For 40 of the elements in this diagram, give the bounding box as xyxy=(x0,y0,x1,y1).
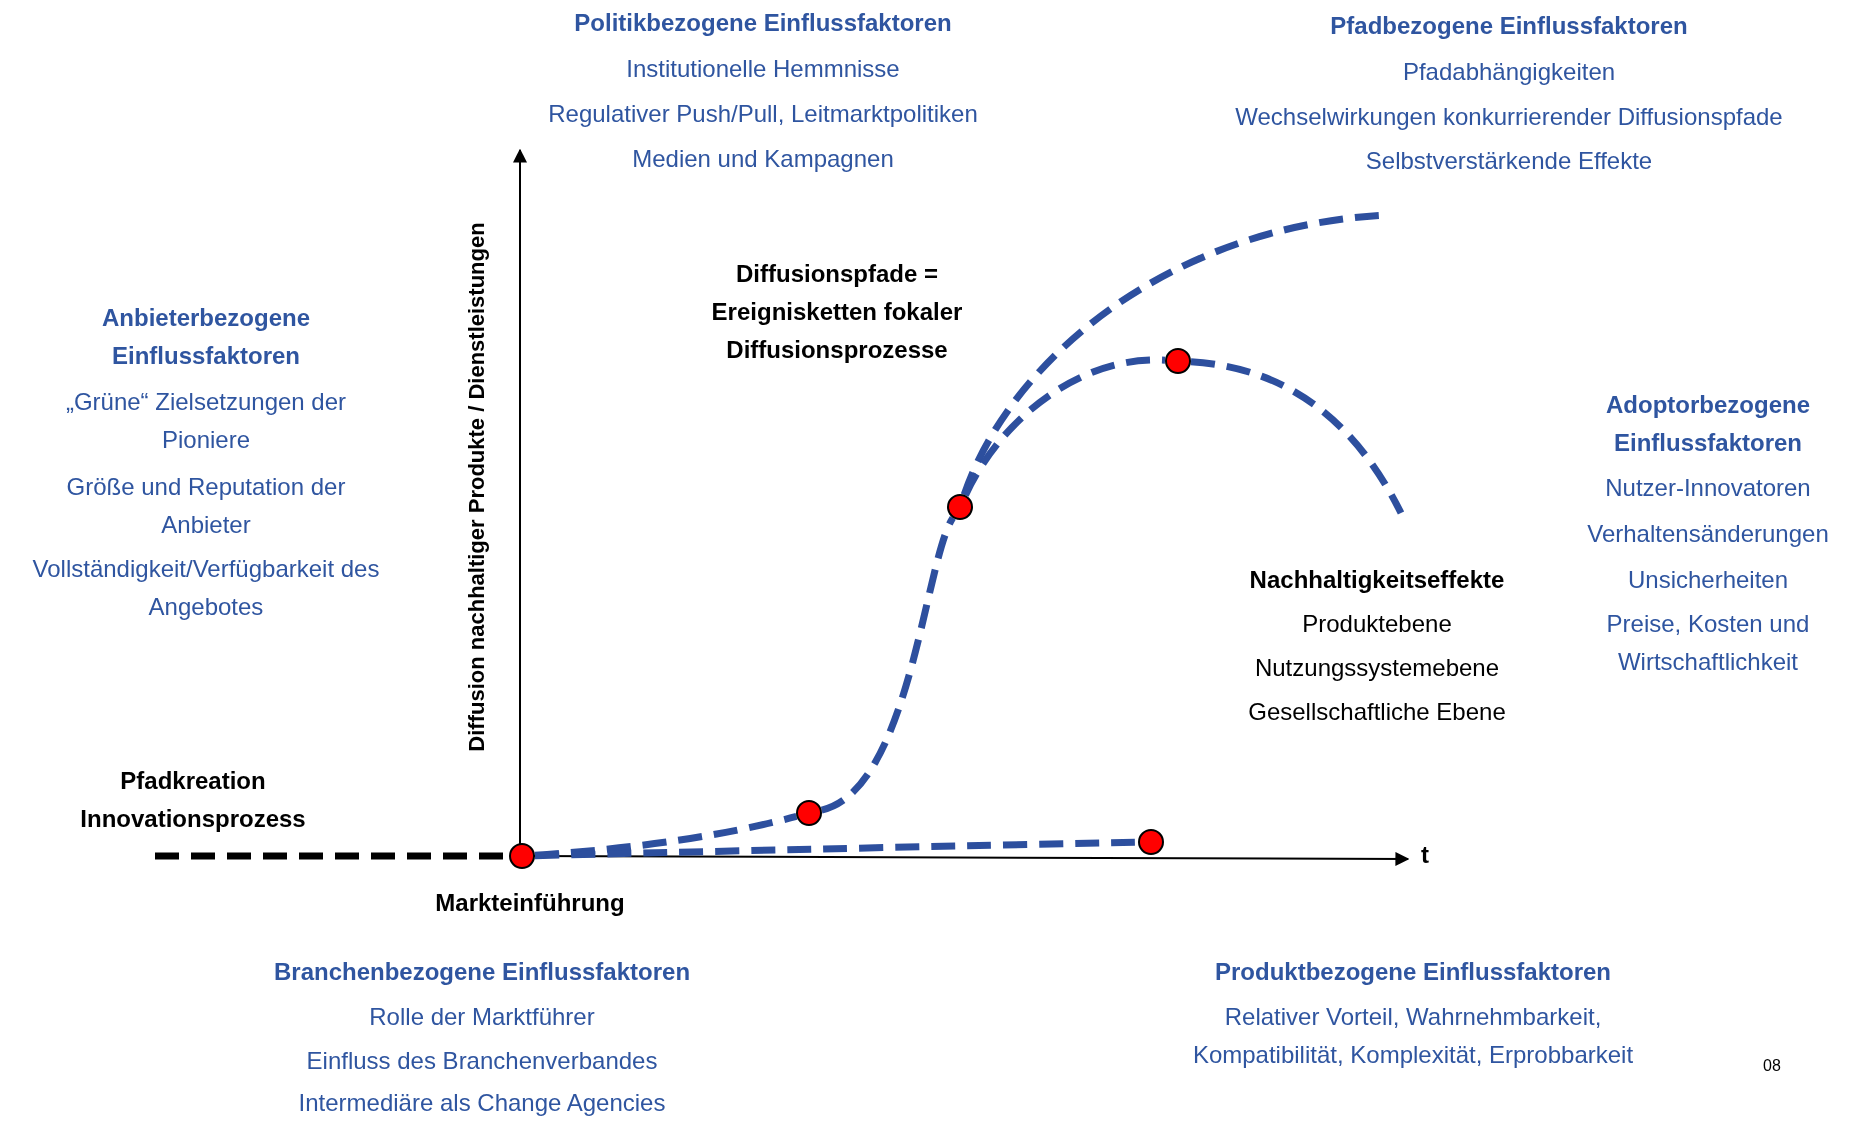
group-heading: Produktbezogene Einflussfaktoren xyxy=(1214,957,1612,987)
factor-text: Verhaltensänderungen xyxy=(1587,519,1829,549)
phase-label: Pfadkreation Innovationsprozess xyxy=(79,766,307,834)
milestone-label: Markteinführung xyxy=(435,888,625,918)
axis-label: t xyxy=(1421,840,1429,870)
group-heading: Adoptorbezogene Einflussfaktoren xyxy=(1605,390,1811,458)
dashed-line xyxy=(820,516,956,814)
factor-text: Relativer Vorteil, Wahrnehmbarkeit, Kompatibilität, Komplexität, Erprobbarkeit xyxy=(1191,1002,1635,1070)
factor-text: Selbstverstärkende Effekte xyxy=(1365,146,1653,176)
dot-marker xyxy=(1138,829,1164,855)
dashed-line xyxy=(1190,358,1405,515)
factor-text: Medien und Kampagnen xyxy=(632,144,894,174)
group-heading: Branchenbezogene Einflussfaktoren xyxy=(273,957,691,987)
dot-marker xyxy=(796,800,822,826)
group-heading: Pfadbezogene Einflussfaktoren xyxy=(1330,11,1688,41)
annotation-text: Diffusionspfade = Ereignisketten fokaler Diffusionsprozesse xyxy=(710,259,964,365)
factor-text: Institutionelle Hemmnisse xyxy=(626,54,900,84)
effect-text: Nutzungssystemebene xyxy=(1254,653,1500,683)
dot-marker xyxy=(947,494,973,520)
factor-text: Pfadabhängigkeiten xyxy=(1402,57,1616,87)
factor-text: Regulativer Push/Pull, Leitmarktpolitiken xyxy=(548,99,978,129)
dot-marker xyxy=(509,843,535,869)
factor-text: Nutzer-Innovatoren xyxy=(1605,473,1811,503)
factor-text: Einfluss des Branchenverbandes xyxy=(306,1046,658,1076)
group-heading: Nachhaltigkeitseffekte xyxy=(1249,565,1505,595)
effect-text: Produktebene xyxy=(1302,609,1452,639)
group-heading: Anbieterbezogene Einflussfaktoren xyxy=(101,303,311,371)
factor-text: Rolle der Marktführer xyxy=(369,1002,595,1032)
factor-text: Unsicherheiten xyxy=(1627,565,1789,595)
factor-text: Preise, Kosten und Wirtschaftlichkeit xyxy=(1605,609,1811,677)
factor-text: „Grüne“ Zielsetzungen der Pioniere xyxy=(64,387,348,455)
page-number: 08 xyxy=(1763,1056,1781,1076)
dot-marker xyxy=(1165,348,1191,374)
axis-label: Diffusion nachhaltiger Produkte / Dienstleistungen xyxy=(464,222,490,752)
factor-text: Vollständigkeit/Verfügbarkeit des Angebotes xyxy=(31,554,381,622)
effect-text: Gesellschaftliche Ebene xyxy=(1248,697,1506,727)
group-heading: Politikbezogene Einflussfaktoren xyxy=(574,8,952,38)
factor-text: Größe und Reputation der Anbieter xyxy=(65,472,347,540)
factor-text: Intermediäre als Change Agencies xyxy=(298,1088,666,1118)
factor-text: Wechselwirkungen konkurrierender Diffusionspfade xyxy=(1235,102,1783,132)
